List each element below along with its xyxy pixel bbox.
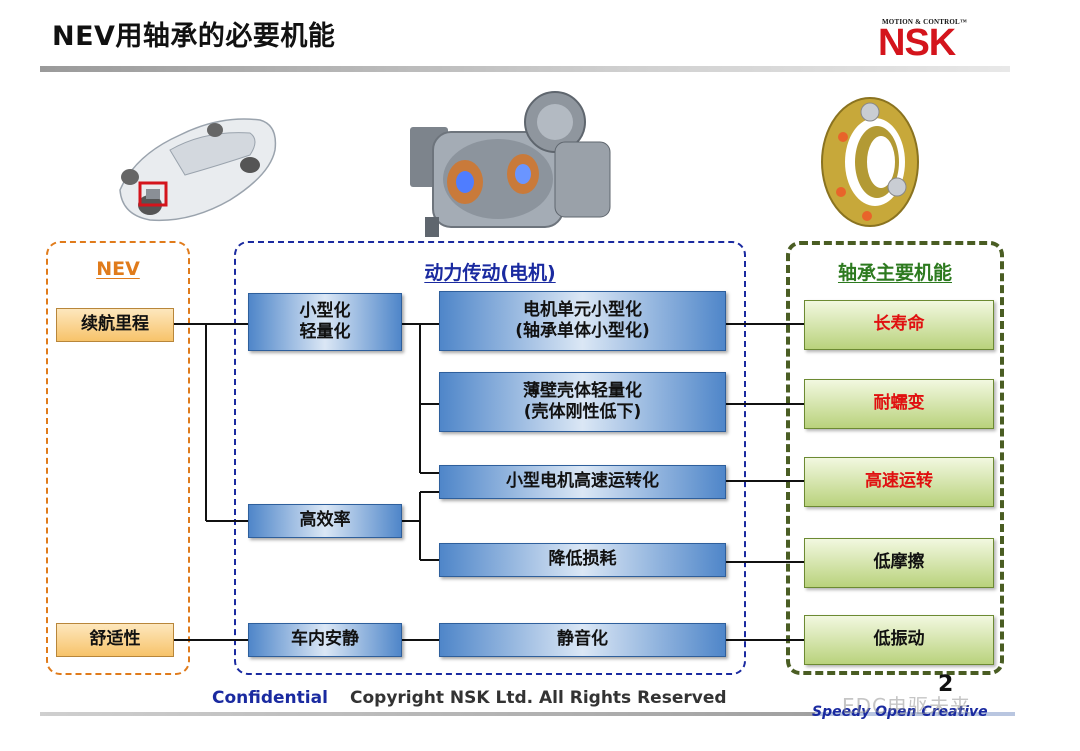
drive-l2-loss-reduction: 降低损耗 (439, 543, 726, 577)
function-creep-resistance: 耐蠕变 (804, 379, 994, 429)
nev-item-comfort: 舒适性 (56, 623, 174, 657)
page-title: NEV用轴承的必要机能 (52, 21, 336, 52)
copyright-text: Copyright NSK Ltd. All Rights Reserved (350, 688, 727, 708)
watermark-text: EDC电驱未来 (842, 694, 972, 718)
function-low-friction: 低摩擦 (804, 538, 994, 588)
motor-icon (410, 91, 611, 237)
page-number: 2 (938, 672, 954, 697)
nsk-logo: NSK (878, 22, 956, 64)
drive-l1-efficiency: 高效率 (248, 504, 402, 538)
nev-group-title: NEV (96, 258, 140, 280)
drive-l2-noise-reduction: 静音化 (439, 623, 726, 657)
function-low-vibration: 低振动 (804, 615, 994, 665)
footer-rule (40, 712, 815, 716)
bearing-function-group (786, 241, 1004, 675)
drive-l2-high-speed-motor: 小型电机高速运转化 (439, 465, 726, 499)
function-long-life: 长寿命 (804, 300, 994, 350)
nev-item-range: 续航里程 (56, 308, 174, 342)
drive-l1-compact-light: 小型化 轻量化 (248, 293, 402, 351)
brand-tagline: Speedy Open Creative (812, 704, 988, 720)
drive-l2-motor-unit-compact: 电机单元小型化 (轴承单体小型化) (439, 291, 726, 351)
drive-group (234, 241, 746, 675)
drive-l1-quiet-cabin: 车内安静 (248, 623, 402, 657)
function-high-speed: 高速运转 (804, 457, 994, 507)
logo-tagline: MOTION & CONTROL™ (882, 18, 968, 26)
confidential-label: Confidential (212, 688, 328, 708)
footer-rule-blue (815, 712, 1015, 716)
bearing-icon (821, 97, 919, 227)
nev-group (46, 241, 190, 675)
function-group-title: 轴承主要机能 (837, 262, 952, 284)
header-rule (40, 66, 1010, 72)
drive-l2-thin-wall-housing: 薄壁壳体轻量化 (壳体刚性低下) (439, 372, 726, 432)
car-icon (119, 118, 277, 222)
drive-group-title: 动力传动(电机) (424, 262, 556, 284)
